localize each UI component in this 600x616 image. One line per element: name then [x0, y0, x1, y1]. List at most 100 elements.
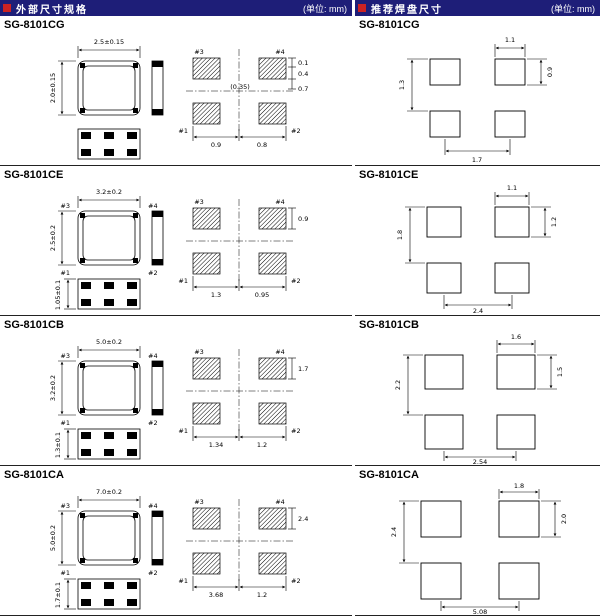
package-top-view [77, 510, 141, 566]
pad-height-text: 1.5 [556, 367, 564, 377]
horizontal-pitch-dimension [443, 295, 513, 309]
horizontal-pitch-dimension [440, 601, 520, 611]
left-height-dimension [58, 360, 76, 416]
pad-4-label: #4 [275, 198, 285, 206]
top-width-dim-text: 3.2±0.2 [96, 188, 122, 196]
land-pattern-sg-8101cb: 1.6 1.5 2.2 2.54 [394, 333, 564, 465]
topview-pad-3-label: #3 [60, 352, 70, 360]
pad-width-text: 1.1 [507, 184, 517, 192]
left-height-dimension [58, 210, 76, 266]
top-width-dim-text: 7.0±0.2 [96, 488, 122, 496]
vertical-pitch-dimension [399, 500, 419, 564]
pad-width-text: 1.8 [514, 482, 524, 490]
topview-pad-1-label: #1 [60, 569, 70, 577]
outer-drawing-sg-8101cb: #3 #4 #1 #2 5.0±0.2 3.2±0.2 [49, 338, 308, 460]
pad-4-label: #4 [275, 498, 285, 506]
land-pads [424, 354, 536, 450]
pad-height-dimension [531, 206, 551, 238]
vertical-pitch-dimension [405, 206, 425, 264]
pad-dims-title: 推荐焊盘尺寸 [371, 4, 443, 16]
topview-pad-1-label: #1 [60, 419, 70, 427]
pad-right-dim-1: 0.1 [298, 59, 308, 67]
pad-2-label: #2 [291, 277, 301, 285]
pad-bottom-dimensions [192, 576, 287, 591]
package-top-view [77, 210, 141, 266]
bottom-pad-layout: #3 #4 #1 #2 [178, 198, 300, 285]
pad-bottom-dim-2: 1.2 [257, 591, 267, 599]
outer-section-sg-8101cg: SG-8101CG 2.5±0.15 [0, 16, 352, 166]
package-height-dimension [64, 278, 76, 310]
model-label: SG-8101CG [4, 19, 65, 31]
vertical-pitch-dimension [403, 354, 423, 416]
land-pattern-column: 推荐焊盘尺寸 (单位: mm) SG-8101CG 1.1 [355, 0, 600, 616]
left-height-dim-text: 2.5±0.2 [49, 225, 57, 251]
left-height-dim-text: 2.0±0.15 [49, 73, 57, 103]
pad-3-label: #3 [194, 48, 204, 56]
pad-right-dim-3: 0.7 [298, 85, 308, 93]
package-bottom-view [77, 578, 141, 610]
outer-section-sg-8101ca: SG-8101CA #3 #4 #1 #2 [0, 466, 352, 616]
vertical-pitch-text: 1.3 [398, 80, 406, 90]
pad-width-dimension [494, 44, 526, 57]
horizontal-pitch-text: 5.08 [473, 608, 487, 615]
pad-3-label: #3 [194, 498, 204, 506]
package-height-dimension [64, 578, 76, 610]
pad-bottom-dim-1: 1.3 [211, 291, 221, 299]
pad-bottom-dimensions [192, 426, 287, 441]
pad-1-label: #1 [178, 127, 188, 135]
pad-right-dimensions [288, 57, 296, 90]
topview-pad-4-label: #4 [148, 202, 158, 210]
pad-height-dimension [527, 58, 547, 86]
pad-dims-unit: (单位: mm) [551, 3, 595, 14]
pad-right-dim-2: 0.4 [298, 70, 308, 78]
vertical-pitch-dimension [407, 58, 428, 112]
model-label: SG-8101CA [359, 469, 419, 481]
pad-bottom-dim-2: 0.95 [255, 291, 269, 299]
header-accent-square-icon [3, 4, 11, 12]
model-label: SG-8101CB [4, 319, 64, 331]
package-bottom-view [77, 128, 141, 160]
outer-drawing-sg-8101ce: #3 #4 #1 #2 3.2±0.2 2.5±0.2 [49, 188, 308, 310]
pad-right-dim-1: 0.9 [298, 215, 308, 223]
pad-1-label: #1 [178, 427, 188, 435]
horizontal-pitch-dimension [444, 139, 511, 155]
pad-right-dim-1: 1.7 [298, 365, 308, 373]
model-label: SG-8101CE [4, 169, 64, 181]
outer-dims-title: 外部尺寸规格 [16, 4, 88, 16]
top-width-dim-text: 2.5±0.15 [94, 38, 124, 46]
topview-pad-3-label: #3 [60, 202, 70, 210]
pad-width-text: 1.1 [505, 36, 515, 44]
model-label: SG-8101CE [359, 169, 419, 181]
pad-2-label: #2 [291, 427, 301, 435]
package-side-view [151, 360, 164, 416]
land-pads [429, 58, 526, 138]
pad-section-sg-8101ca: SG-8101CA 1.8 [355, 466, 600, 616]
pad-bottom-dim-1: 0.9 [211, 141, 221, 149]
outer-drawing-sg-8101ca: #3 #4 #1 #2 7.0±0.2 5.0±0.2 [49, 488, 308, 610]
package-side-view [151, 60, 164, 116]
outer-dims-header: 外部尺寸规格 (单位: mm) [0, 0, 352, 16]
land-pads [420, 500, 540, 600]
pad-bottom-dim-1: 1.34 [209, 441, 223, 449]
package-top-view [77, 60, 141, 116]
pad-2-label: #2 [291, 127, 301, 135]
pad-width-dimension [496, 340, 536, 353]
pad-height-text: 1.2 [550, 217, 558, 227]
top-width-dimension [77, 46, 141, 58]
horizontal-pitch-text: 2.54 [473, 458, 487, 465]
model-label: SG-8101CB [359, 319, 419, 331]
bottom-pad-layout: #3 #4 #1 #2 (0.35) [178, 48, 300, 135]
pad-width-text: 1.6 [511, 333, 521, 341]
outer-dims-unit: (单位: mm) [303, 3, 347, 14]
model-label: SG-8101CA [4, 469, 64, 481]
pad-right-dimension [288, 207, 296, 230]
pad-height-text: 0.9 [546, 67, 554, 77]
pad-bottom-dim-2: 0.8 [257, 141, 267, 149]
land-pads [426, 206, 530, 294]
horizontal-pitch-dimension [443, 451, 517, 461]
pad-3-label: #3 [194, 198, 204, 206]
pad-3-label: #3 [194, 348, 204, 356]
package-bottom-view [77, 428, 141, 460]
land-pattern-sg-8101ca: 1.8 2.0 2.4 5.08 [390, 482, 568, 615]
top-width-dimension [77, 496, 141, 508]
